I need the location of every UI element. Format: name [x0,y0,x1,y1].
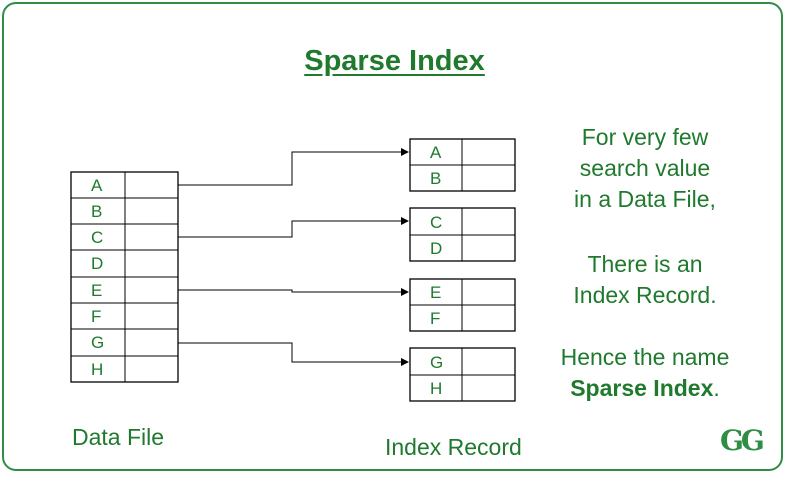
index-block: G H [409,347,516,402]
gfg-logo-icon: GG [720,424,765,457]
data-file-key: G [91,333,104,352]
index-key: C [430,213,442,232]
pointer-arrow [178,217,409,238]
data-file-key: E [91,281,102,300]
index-key: D [430,239,442,258]
description-line: There is an [587,251,703,277]
data-file-key: D [91,254,103,273]
index-key: B [430,169,441,188]
description-line: in a Data File, [574,186,716,212]
description-middle: There is an Index Record. [535,249,755,311]
description-line: Sparse Index. [535,373,755,404]
data-file-key: A [91,176,103,195]
sparse-index-emphasis: Sparse Index [570,375,714,401]
index-key: E [430,283,441,302]
description-line: Index Record. [573,282,717,308]
description-period: . [713,375,720,401]
index-record-caption: Index Record [385,434,522,460]
index-block: E F [409,278,516,332]
data-file-key: H [91,360,103,379]
pointer-arrow [178,288,409,296]
data-file-caption: Data File [72,424,165,450]
description-top: For very few search value in a Data File… [535,122,755,215]
index-block: A B [409,138,516,192]
description-line: For very few [581,124,709,150]
data-file-key: C [91,228,103,247]
data-file-key: B [91,202,102,221]
index-key: G [430,353,443,372]
description-bottom: Hence the name Sparse Index. [535,342,755,404]
index-key: H [430,379,442,398]
pointer-arrow [178,342,409,366]
index-key: F [430,309,440,328]
data-file-key: F [91,307,101,326]
index-key: A [430,143,442,162]
data-file-table: A B C D E F G H [70,171,179,383]
description-line: Hence the name [560,344,730,370]
index-block: C D [409,207,516,262]
pointer-arrow [178,148,409,186]
page-title: Sparse Index [304,45,485,77]
description-line: search value [579,155,711,181]
